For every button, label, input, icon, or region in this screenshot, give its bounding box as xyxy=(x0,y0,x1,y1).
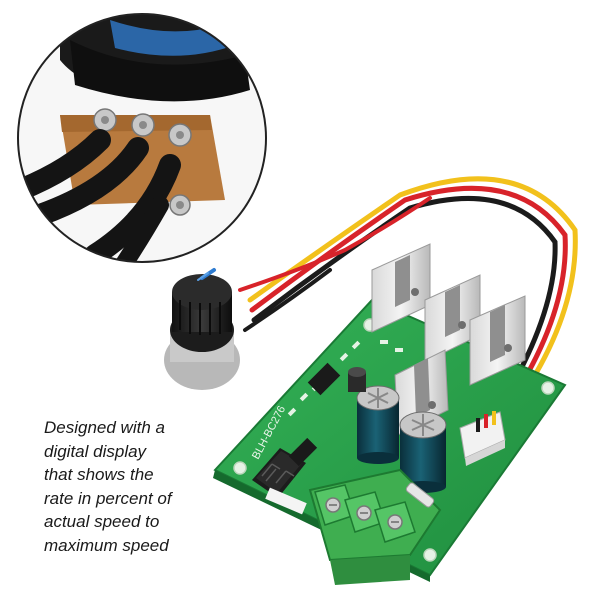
caption-line: that shows the xyxy=(44,465,154,484)
heatsinks xyxy=(371,243,526,436)
zoom-inset xyxy=(17,13,267,263)
caption-line: Designed with a xyxy=(44,418,165,437)
small-capacitor xyxy=(348,367,366,392)
digital-display xyxy=(252,448,307,515)
wire-bundle xyxy=(238,176,578,433)
capacitors xyxy=(356,385,447,493)
potentiometer-knob xyxy=(164,268,240,390)
feature-caption: Designed with a digital display that sho… xyxy=(44,416,244,557)
wire-connector xyxy=(459,411,506,466)
caption-line: actual speed to xyxy=(44,512,160,531)
caption-line: digital display xyxy=(44,441,147,461)
fuse xyxy=(405,482,435,508)
caption-line: maximum speed xyxy=(44,535,169,555)
terminal-blocks xyxy=(308,468,442,585)
caption-line: rate in percent of xyxy=(44,488,172,508)
driver-chip xyxy=(288,437,318,467)
